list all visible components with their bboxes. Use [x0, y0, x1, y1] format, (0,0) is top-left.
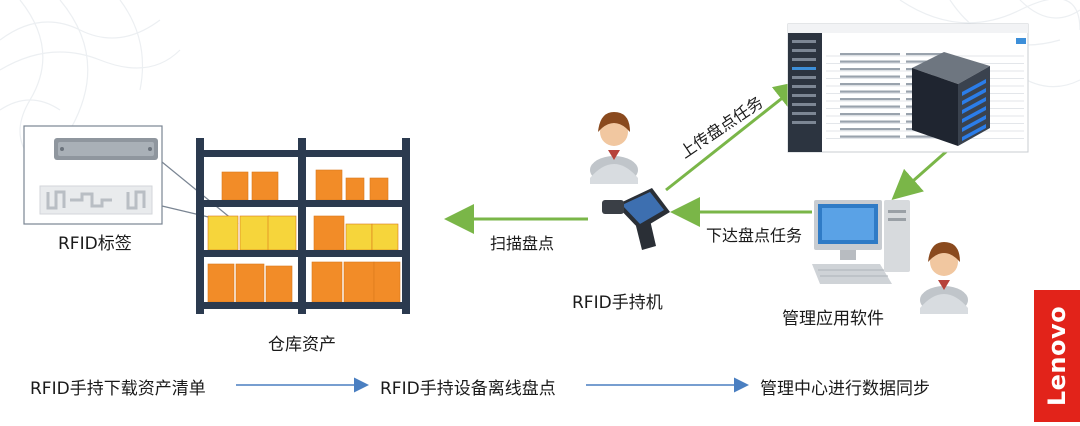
- management-software-label: 管理应用软件: [782, 309, 884, 329]
- admin-avatar-icon: [920, 242, 968, 314]
- process-step-2: RFID手持设备离线盘点: [380, 379, 556, 399]
- warehouse-assets-label: 仓库资产: [268, 335, 336, 355]
- operator-avatar-icon: [590, 112, 638, 184]
- process-step-1: RFID手持下载资产清单: [30, 379, 206, 399]
- issue-task-label: 下达盘点任务: [706, 226, 803, 245]
- rfid-hard-tag-icon: [54, 138, 158, 160]
- process-step-3: 管理中心进行数据同步: [760, 379, 930, 399]
- lenovo-logo: Lenovo: [1034, 290, 1080, 422]
- rfid-handheld-label: RFID手持机: [572, 293, 663, 313]
- server-to-pc-arrow: [891, 148, 949, 200]
- scan-inventory-label: 扫描盘点: [490, 234, 555, 253]
- rfid-tag-label: RFID标签: [58, 234, 132, 254]
- rfid-inlay-icon: [39, 185, 153, 215]
- upload-arrow: [665, 80, 805, 192]
